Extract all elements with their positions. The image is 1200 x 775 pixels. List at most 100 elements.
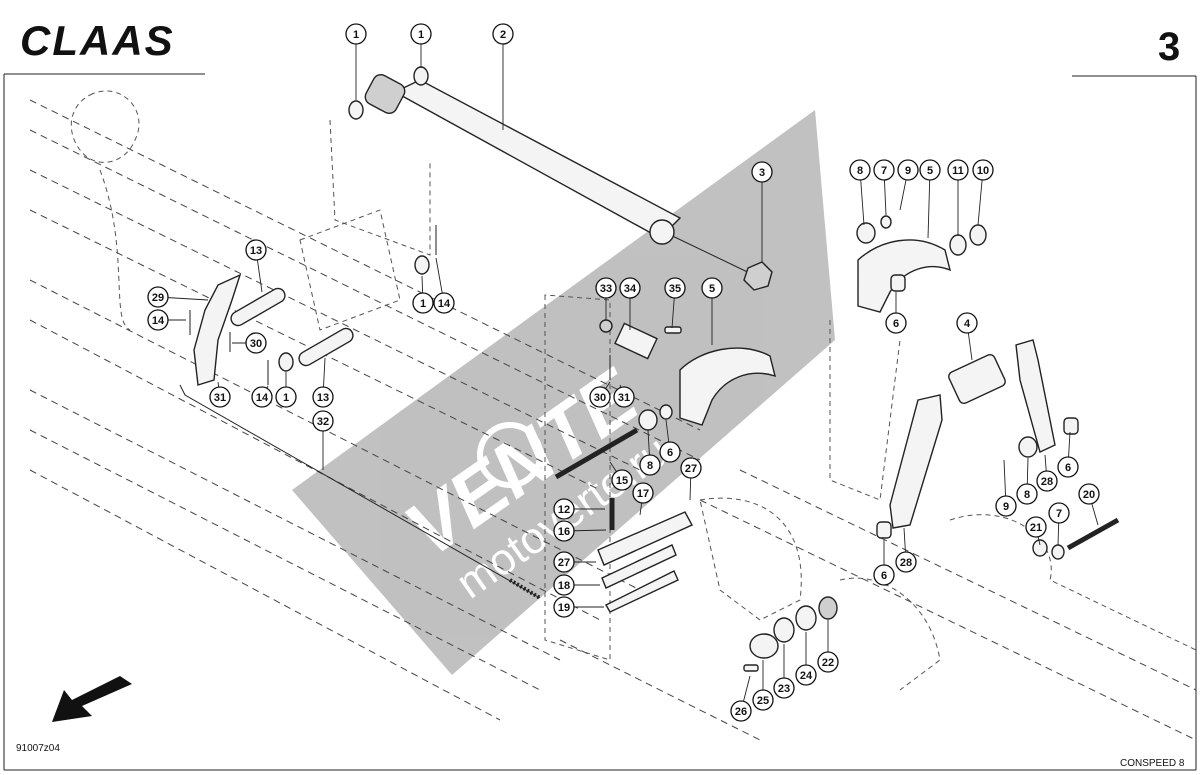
drawing-code: 91007z04 (16, 743, 60, 754)
callout-label: 28 (900, 557, 912, 569)
callout-label: 7 (881, 165, 887, 177)
callout-label: 5 (709, 283, 715, 295)
callout-14: 14 (251, 386, 273, 408)
callout-4: 4 (956, 312, 978, 334)
callout-circle (795, 664, 817, 686)
linkage-arm (193, 273, 242, 386)
callout-circle (632, 482, 654, 504)
callout-label: 32 (317, 416, 329, 428)
callout-circle (492, 23, 514, 45)
callout-circle (147, 286, 169, 308)
callout-label: 14 (152, 315, 165, 327)
brand-logo: CLAAS (20, 17, 175, 64)
callout-5: 5 (701, 277, 723, 299)
callout-circle (553, 574, 575, 596)
callout-circle (613, 386, 635, 408)
bearing-set (743, 596, 838, 672)
long-bolt (554, 427, 639, 480)
callout-circle (1025, 516, 1047, 538)
hydraulic-cylinder (364, 74, 761, 279)
bolt-20 (1066, 517, 1120, 551)
callout-circle (410, 23, 432, 45)
callout-8: 8 (1016, 483, 1038, 505)
callout-label: 21 (1030, 522, 1042, 534)
callout-10: 10 (972, 159, 994, 181)
callout-label: 23 (778, 683, 790, 695)
callout-circle (553, 551, 575, 573)
callout-7: 7 (1048, 502, 1070, 524)
callout-label: 35 (669, 283, 681, 295)
callout-label: 6 (1065, 462, 1071, 474)
callout-circle (147, 309, 169, 331)
callout-label: 30 (594, 392, 606, 404)
callout-label: 7 (1056, 508, 1062, 520)
callout-13: 13 (245, 239, 267, 261)
callout-circle (701, 277, 723, 299)
callout-circle (751, 161, 773, 183)
callout-19: 19 (553, 596, 575, 618)
callout-circle (312, 410, 334, 432)
callout-label: 4 (964, 318, 971, 330)
callout-circle (664, 277, 686, 299)
chassis-frame (29, 90, 1197, 741)
callout-3: 3 (751, 161, 773, 183)
callout-label: 34 (624, 283, 637, 295)
callout-circle (849, 159, 871, 181)
cylinder-seals (278, 66, 430, 372)
callout-9: 9 (897, 159, 919, 181)
callout-label: 9 (1003, 501, 1009, 513)
pin-upper (230, 287, 286, 327)
callout-27: 27 (680, 457, 702, 479)
callout-6: 6 (659, 441, 681, 463)
callout-25: 25 (752, 689, 774, 711)
callout-35: 35 (664, 277, 686, 299)
clevis (614, 322, 658, 360)
callout-circle (589, 386, 611, 408)
callout-1: 1 (345, 23, 367, 45)
callout-circle (412, 292, 434, 314)
callout-6: 6 (885, 312, 907, 334)
callout-label: 2 (500, 29, 506, 41)
callout-label: 20 (1083, 489, 1095, 501)
callout-label: 29 (152, 292, 164, 304)
callout-label: 9 (905, 165, 911, 177)
callout-label: 27 (558, 557, 570, 569)
callout-label: 13 (250, 245, 262, 257)
callout-label: 17 (637, 488, 649, 500)
long-rod (179, 384, 542, 600)
callout-circle (245, 332, 267, 354)
spacers (876, 274, 1079, 539)
callout-label: 8 (857, 165, 863, 177)
callout-circle (873, 564, 895, 586)
callout-circle (275, 386, 297, 408)
callout-2: 2 (492, 23, 514, 45)
callout-label: 1 (420, 298, 426, 310)
callout-18: 18 (553, 574, 575, 596)
callout-11: 11 (947, 159, 969, 181)
washers (638, 215, 1065, 560)
callout-label: 8 (647, 460, 653, 472)
callout-circle (1078, 483, 1100, 505)
callout-27: 27 (553, 551, 575, 573)
callout-circle (553, 498, 575, 520)
callout-31: 31 (613, 386, 635, 408)
callout-label: 31 (214, 392, 226, 404)
callout-circle (897, 159, 919, 181)
callout-label: 14 (256, 392, 269, 404)
callout-label: 13 (317, 392, 329, 404)
callout-30: 30 (589, 386, 611, 408)
callout-28: 28 (1036, 470, 1058, 492)
callout-circle (312, 386, 334, 408)
nut-small (599, 319, 613, 333)
callout-label: 8 (1024, 489, 1030, 501)
callout-circle (956, 312, 978, 334)
callout-16: 16 (553, 520, 575, 542)
callout-circle (919, 159, 941, 181)
callout-circle (972, 159, 994, 181)
callout-label: 11 (952, 165, 964, 177)
watermark-wheel-icon (477, 422, 543, 488)
callout-circle (773, 677, 795, 699)
callout-label: 6 (881, 570, 887, 582)
callout-8: 8 (849, 159, 871, 181)
callout-20: 20 (1078, 483, 1100, 505)
